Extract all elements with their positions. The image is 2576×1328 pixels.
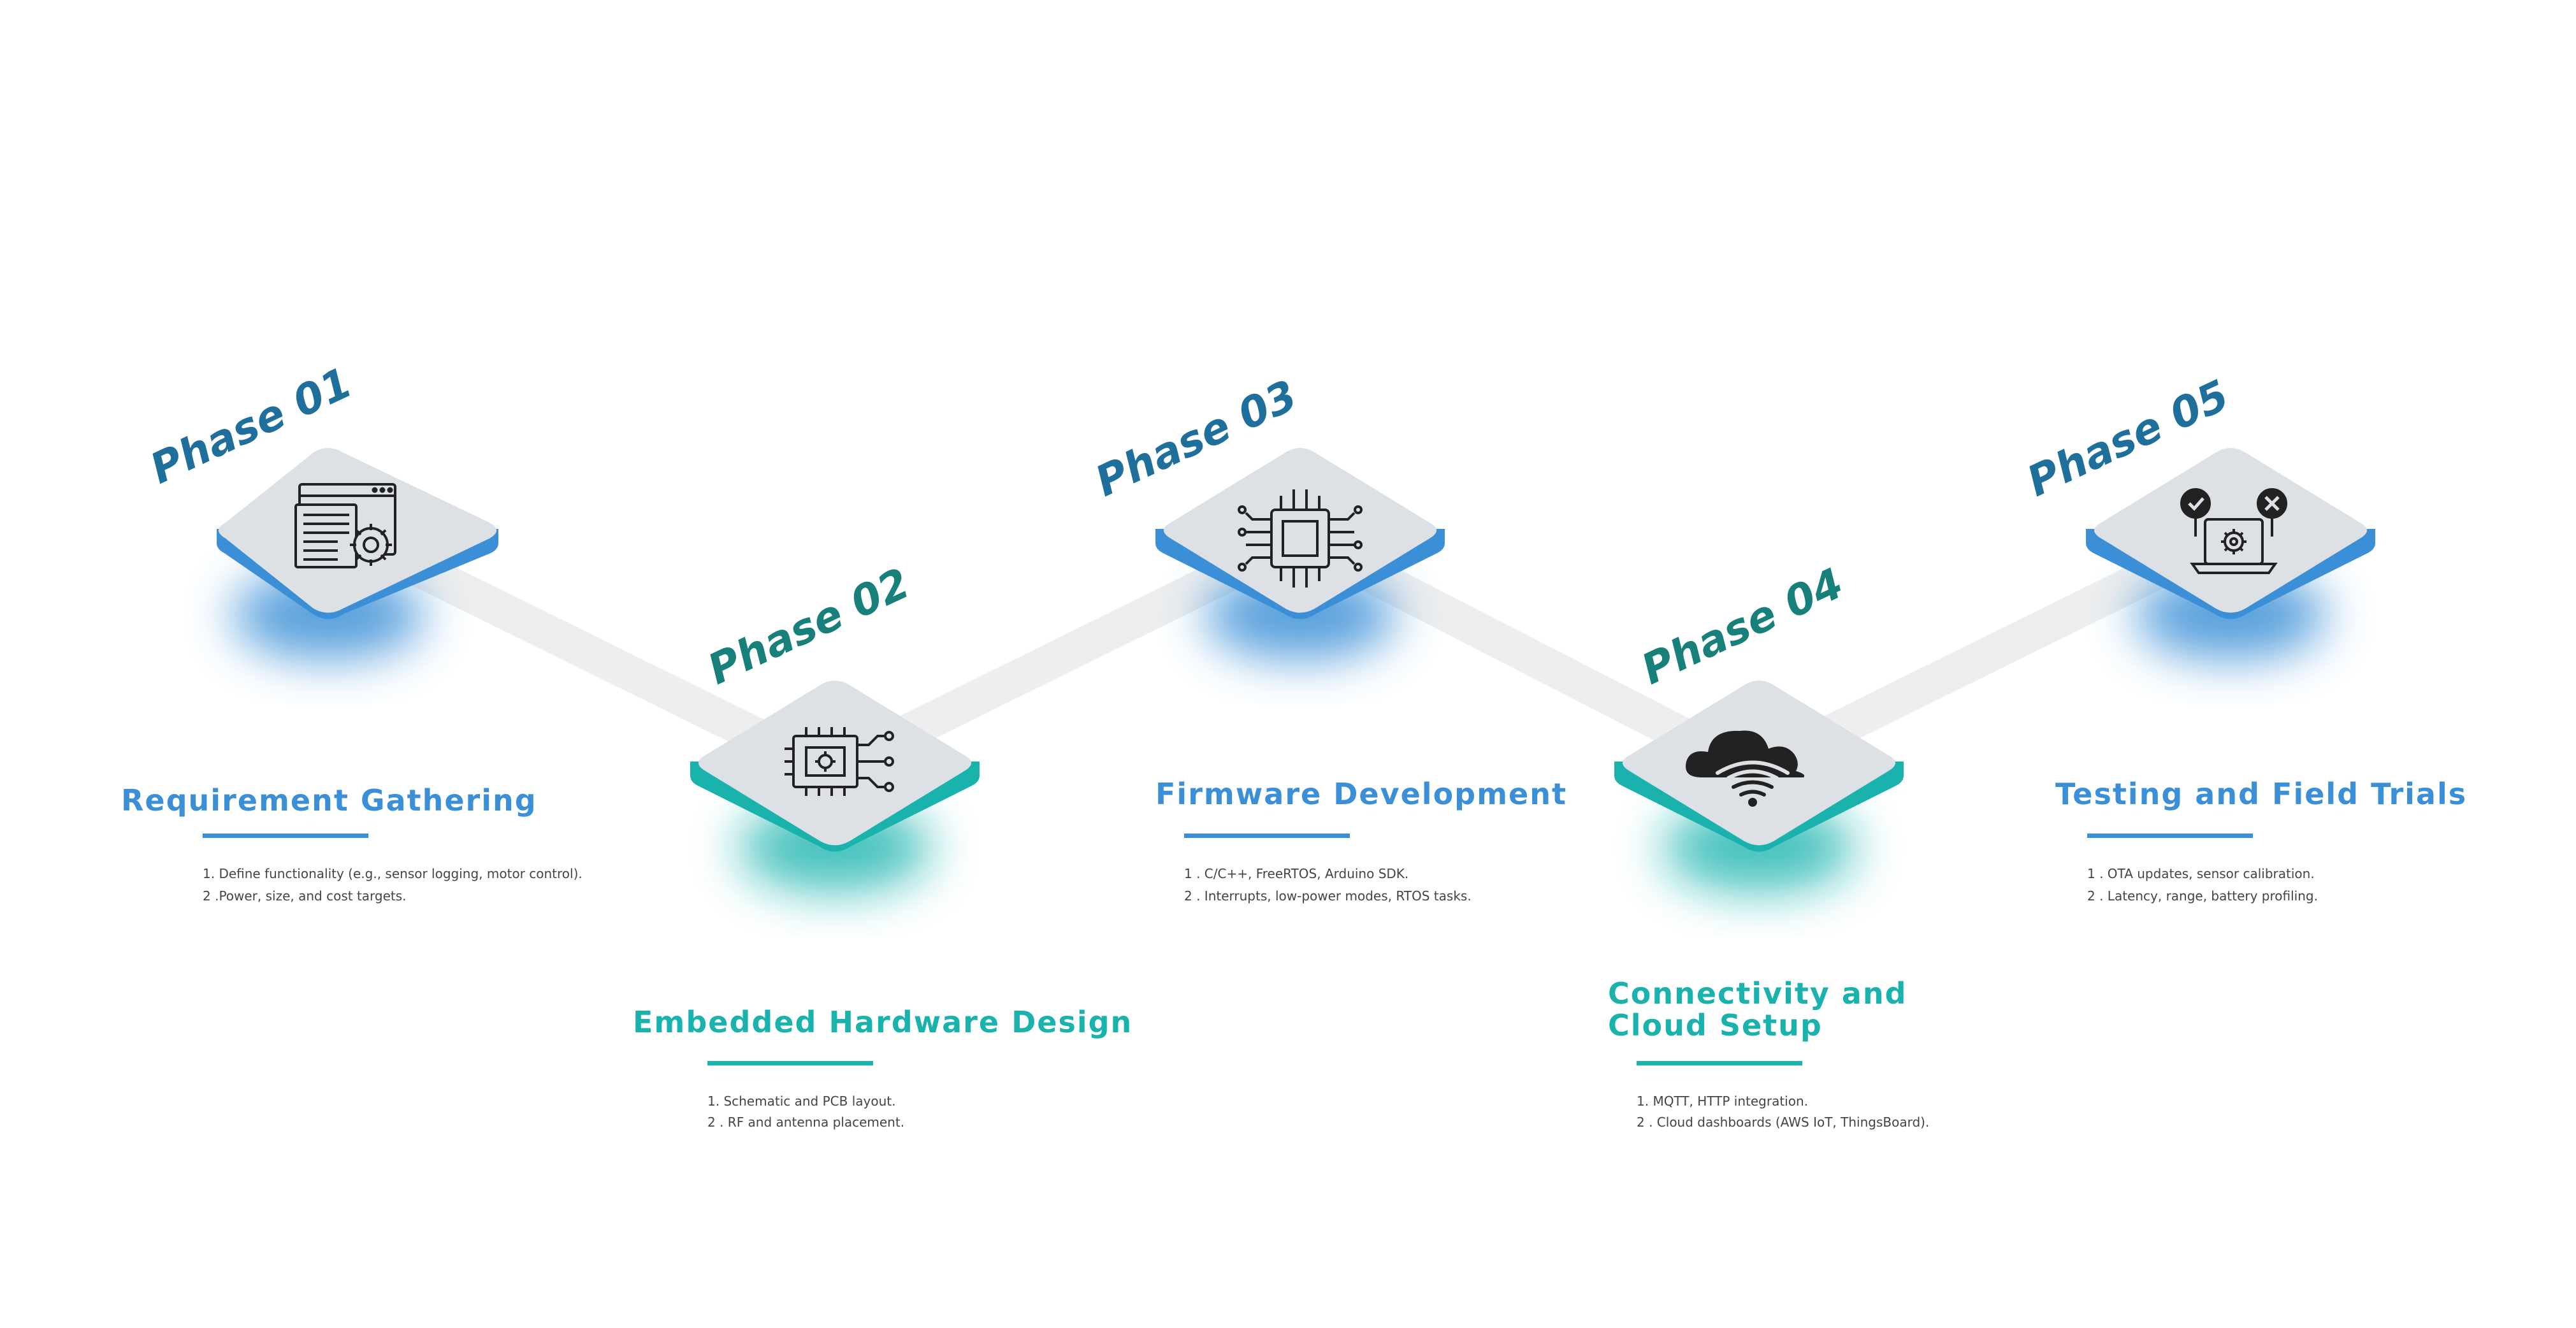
tile-face bbox=[698, 681, 971, 846]
microchip-icon bbox=[1238, 489, 1363, 588]
phase-title-03: Firmware Development bbox=[1155, 777, 1567, 811]
cloud-wifi-icon bbox=[1686, 730, 1805, 807]
phase-02 bbox=[690, 681, 980, 892]
phase-title-04-line-1: Connectivity and bbox=[1608, 976, 1907, 1011]
phase-title-02: Embedded Hardware Design bbox=[633, 1005, 1132, 1039]
phase-05 bbox=[2086, 448, 2375, 660]
phase-title-05: Testing and Field Trials bbox=[2055, 777, 2467, 811]
phase-03 bbox=[1155, 448, 1445, 660]
tile-face bbox=[1164, 448, 1436, 613]
phase-title-04-line-2: Cloud Setup bbox=[1608, 1008, 1823, 1043]
phase-label-02: Phase 02 bbox=[700, 559, 917, 695]
phase-01-item-1: 1. Define functionality (e.g., sensor lo… bbox=[203, 866, 582, 881]
phase-03-item-1: 1 . C/C++, FreeRTOS, Arduino SDK. bbox=[1184, 866, 1408, 881]
laptop-testing-icon bbox=[2180, 488, 2287, 574]
phase-title-01: Requirement Gathering bbox=[121, 783, 537, 818]
phase-label-04: Phase 04 bbox=[1634, 559, 1851, 695]
title-underline-05 bbox=[2087, 834, 2253, 838]
document-settings-icon bbox=[294, 483, 396, 568]
tile-face bbox=[2094, 448, 2367, 613]
title-underline-04 bbox=[1637, 1061, 1802, 1065]
phase-02-item-2: 2 . RF and antenna placement. bbox=[707, 1115, 904, 1130]
circuit-board-icon bbox=[785, 727, 894, 796]
phase-04-item-2: 2 . Cloud dashboards (AWS IoT, ThingsBoa… bbox=[1637, 1115, 1929, 1130]
phase-05-item-2: 2 . Latency, range, battery profiling. bbox=[2087, 888, 2318, 904]
phase-04-item-1: 1. MQTT, HTTP integration. bbox=[1637, 1093, 1808, 1109]
phase-03-item-2: 2 . Interrupts, low-power modes, RTOS ta… bbox=[1184, 888, 1472, 904]
phase-01-item-2: 2 .Power, size, and cost targets. bbox=[203, 888, 407, 904]
title-underline-02 bbox=[707, 1061, 873, 1065]
title-underline-03 bbox=[1184, 834, 1350, 838]
phase-04 bbox=[1614, 681, 1904, 892]
phase-05-item-1: 1 . OTA updates, sensor calibration. bbox=[2087, 866, 2315, 881]
phase-02-item-1: 1. Schematic and PCB layout. bbox=[707, 1093, 895, 1109]
title-underline-01 bbox=[203, 834, 368, 838]
phase-01 bbox=[217, 448, 498, 660]
